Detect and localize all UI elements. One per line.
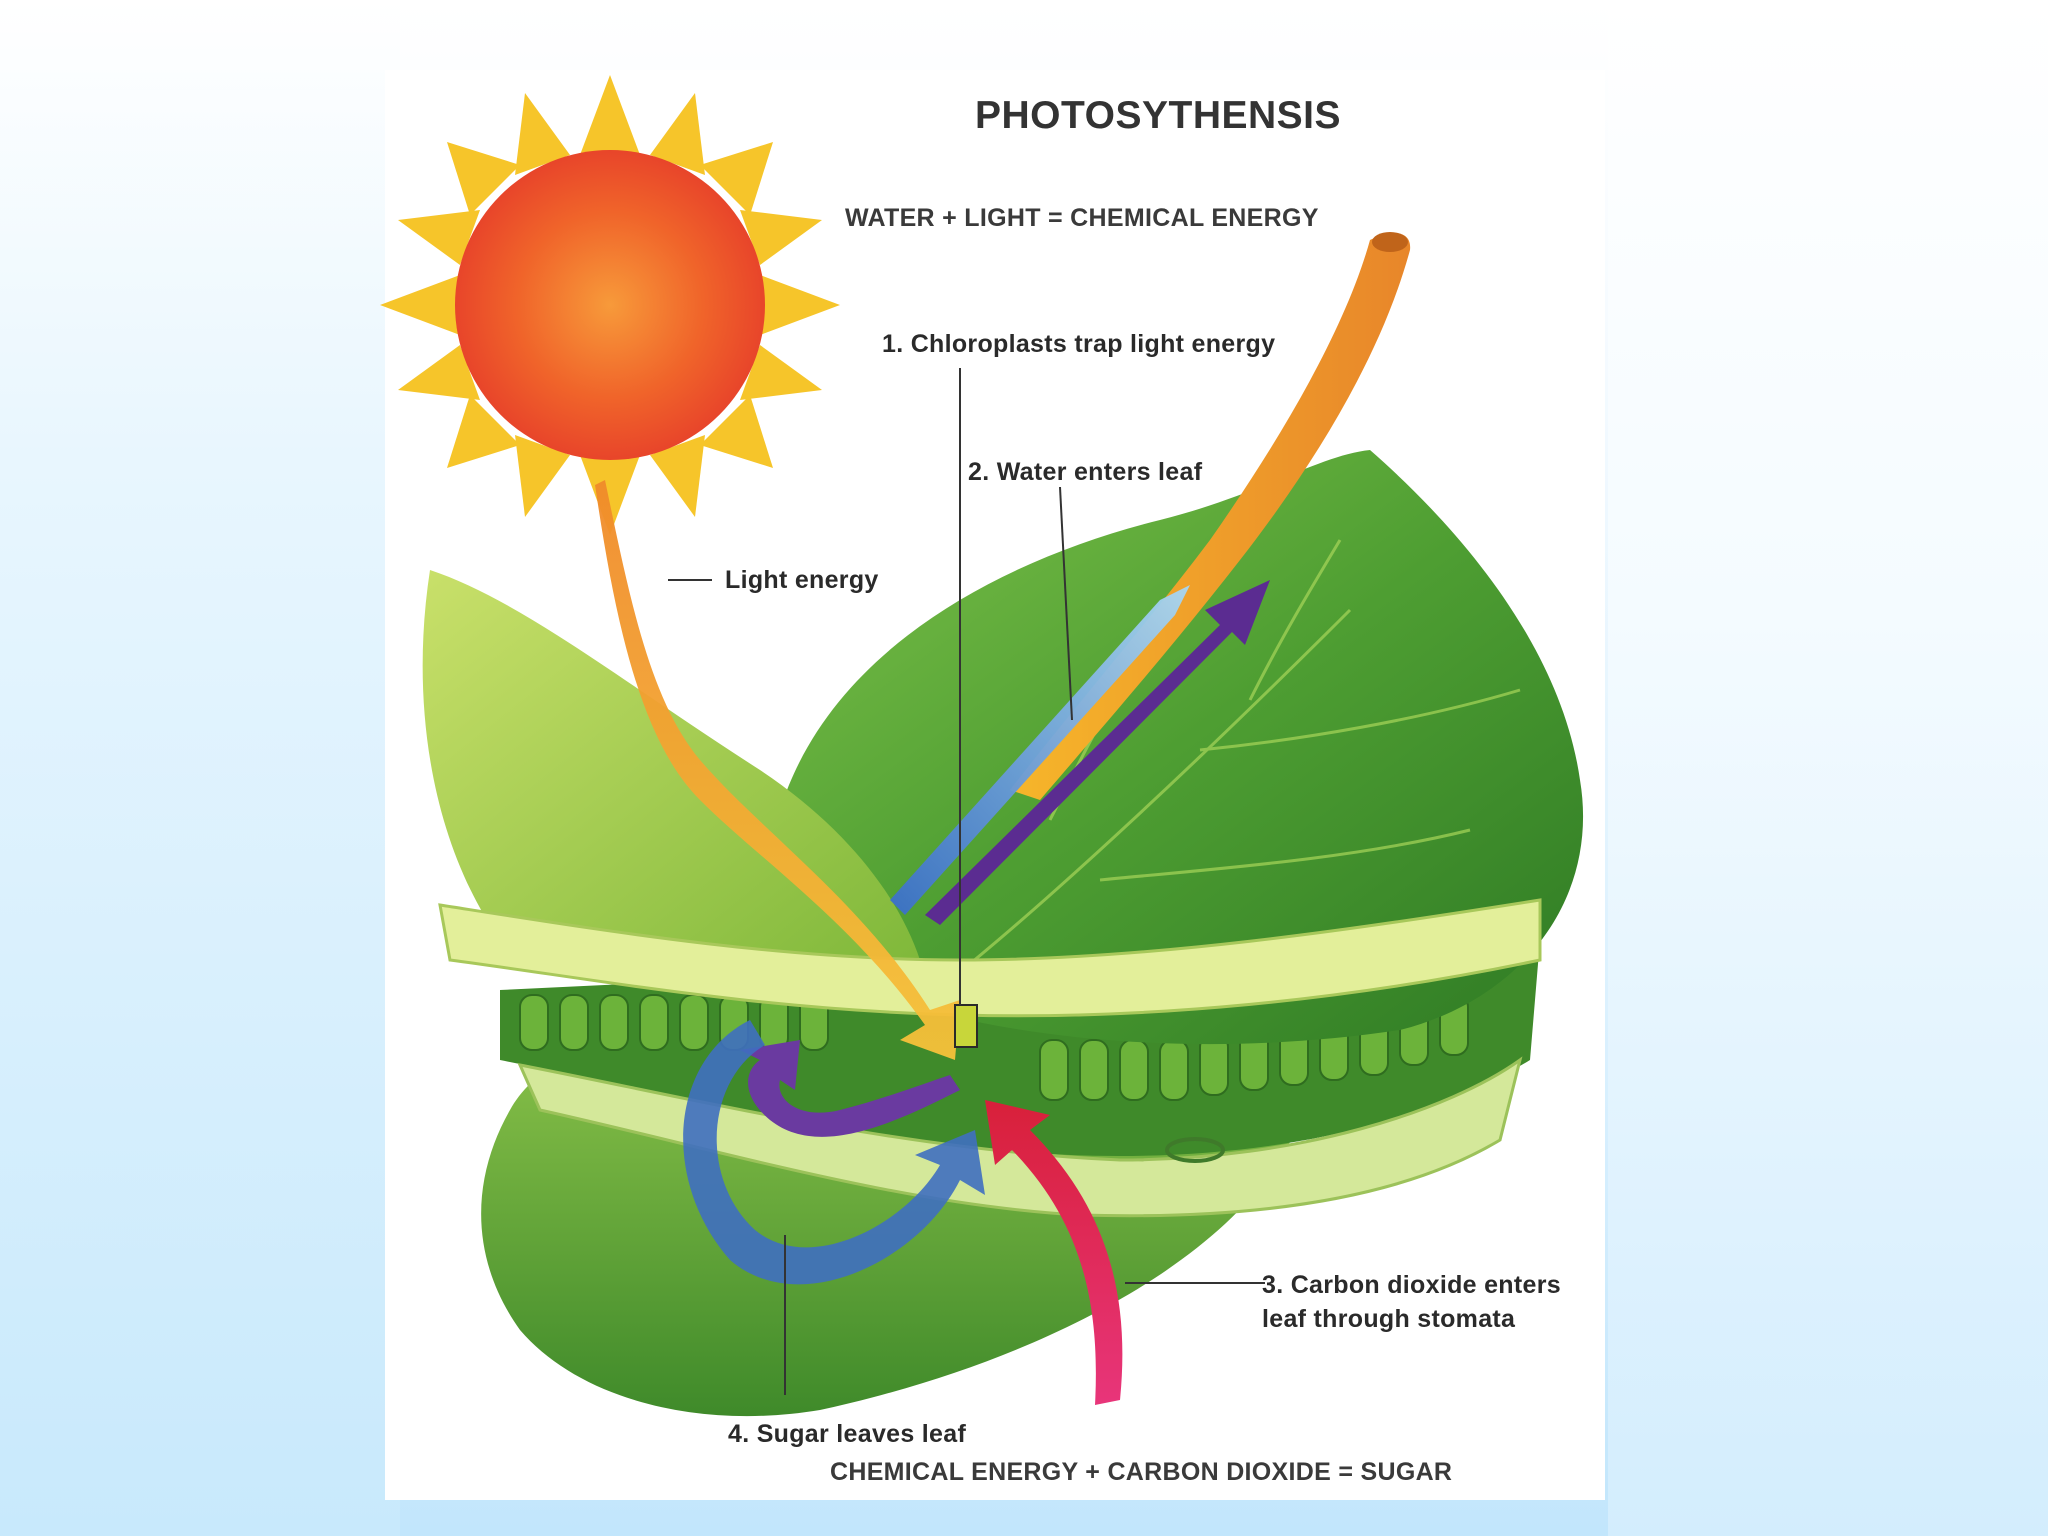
- water-arrow: [890, 585, 1190, 915]
- slide-background-left: [0, 0, 400, 1536]
- spongy-layer: [517, 1056, 1523, 1218]
- label-step3-co2: 3. Carbon dioxide enters leaf through st…: [1262, 1271, 1561, 1333]
- leader-lines: [668, 368, 1265, 1395]
- leaf-veins: [949, 539, 1521, 982]
- equation-bottom: CHEMICAL ENERGY + CARBON DIOXIDE = SUGAR: [830, 1458, 1453, 1486]
- equation-top: WATER + LIGHT = CHEMICAL ENERGY: [845, 204, 1319, 232]
- slide-background-right: [1608, 0, 2048, 1536]
- co2-arrow: [985, 1100, 1123, 1405]
- water-return-arrow: [683, 1020, 985, 1285]
- label-step2-water: 2. Water enters leaf: [968, 458, 1203, 486]
- upper-epidermis: [438, 898, 1542, 1018]
- label-step1-chloroplasts: 1. Chloroplasts trap light energy: [882, 330, 1276, 358]
- diagram-title: PHOTOSYTHENSIS: [975, 94, 1342, 137]
- stoma: [1165, 1137, 1225, 1163]
- label-step4-sugar: 4. Sugar leaves leaf: [728, 1420, 967, 1448]
- light-beam: [595, 480, 960, 1060]
- stem-opening: [1372, 232, 1408, 252]
- chloroplast-marker: [954, 1004, 978, 1048]
- upper-leaf-blade: [769, 450, 1584, 1045]
- sugar-arrow-swirl: [740, 1040, 960, 1137]
- sugar-arrow-up: [925, 580, 1270, 925]
- sun: [380, 75, 840, 535]
- label-light-energy: Light energy: [725, 566, 879, 594]
- palisade-cells: [519, 994, 1469, 1101]
